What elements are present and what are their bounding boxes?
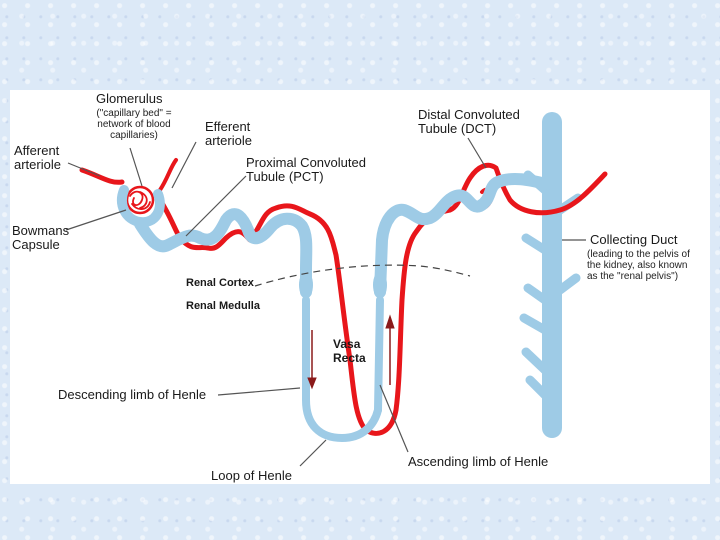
renal-medulla-label: Renal Medulla — [186, 300, 260, 312]
renal-cortex-label: Renal Cortex — [186, 277, 254, 289]
leader-lines — [65, 137, 586, 467]
pct-line-1: Proximal Convoluted — [246, 155, 366, 170]
efferent-line-1: Efferent — [205, 119, 251, 134]
vasa-line-1: Vasa — [333, 337, 361, 351]
bowmans-line-2: Capsule — [12, 237, 60, 252]
dct-line-2: Tubule (DCT) — [418, 121, 497, 136]
descending-limb-label: Descending limb of Henle — [58, 387, 207, 402]
glomerulus-label: Glomerulus — [96, 91, 163, 106]
pct-line-2: Tubule (PCT) — [246, 169, 324, 184]
vasa-recta-label: Vasa Recta — [333, 337, 366, 365]
efferent-arteriole-label: Efferent arteriole — [205, 120, 252, 148]
afferent-line-1: Afferent — [14, 143, 60, 158]
bowmans-capsule-label: Bowmans Capsule — [12, 224, 69, 252]
collecting-duct-note: (leading to the pelvis of the kidney, al… — [587, 249, 690, 282]
glomerulus-note-line-2: network of blood — [97, 119, 171, 130]
cortex-medulla-boundary — [254, 264, 471, 287]
collecting-note-line-2: the kidney, also known — [587, 260, 688, 271]
glomerulus-note: ("capillary bed" = network of blood capi… — [86, 108, 182, 141]
vasa-recta-arrows — [307, 314, 395, 390]
loop-of-henle-label: Loop of Henle — [211, 468, 292, 483]
nephron-tubule — [117, 172, 552, 442]
collecting-duct-label: Collecting Duct — [590, 232, 678, 247]
ascending-limb-label: Ascending limb of Henle — [408, 454, 549, 469]
collecting-note-line-1: (leading to the pelvis of — [587, 249, 690, 260]
afferent-arteriole-label: Afferent arteriole — [14, 144, 61, 172]
glomerulus-note-line-3: capillaries) — [110, 130, 158, 141]
afferent-line-2: arteriole — [14, 157, 61, 172]
pct-label: Proximal Convoluted Tubule (PCT) — [246, 156, 366, 184]
dct-line-1: Distal Convoluted — [418, 107, 520, 122]
dct-label: Distal Convoluted Tubule (DCT) — [418, 108, 520, 136]
collecting-note-line-3: as the "renal pelvis") — [587, 271, 679, 282]
bowmans-line-1: Bowmans — [12, 223, 70, 238]
glomerulus-note-line-1: ("capillary bed" = — [96, 108, 172, 119]
vasa-line-2: Recta — [333, 351, 366, 365]
efferent-line-2: arteriole — [205, 133, 252, 148]
collecting-duct-shape — [519, 112, 583, 438]
